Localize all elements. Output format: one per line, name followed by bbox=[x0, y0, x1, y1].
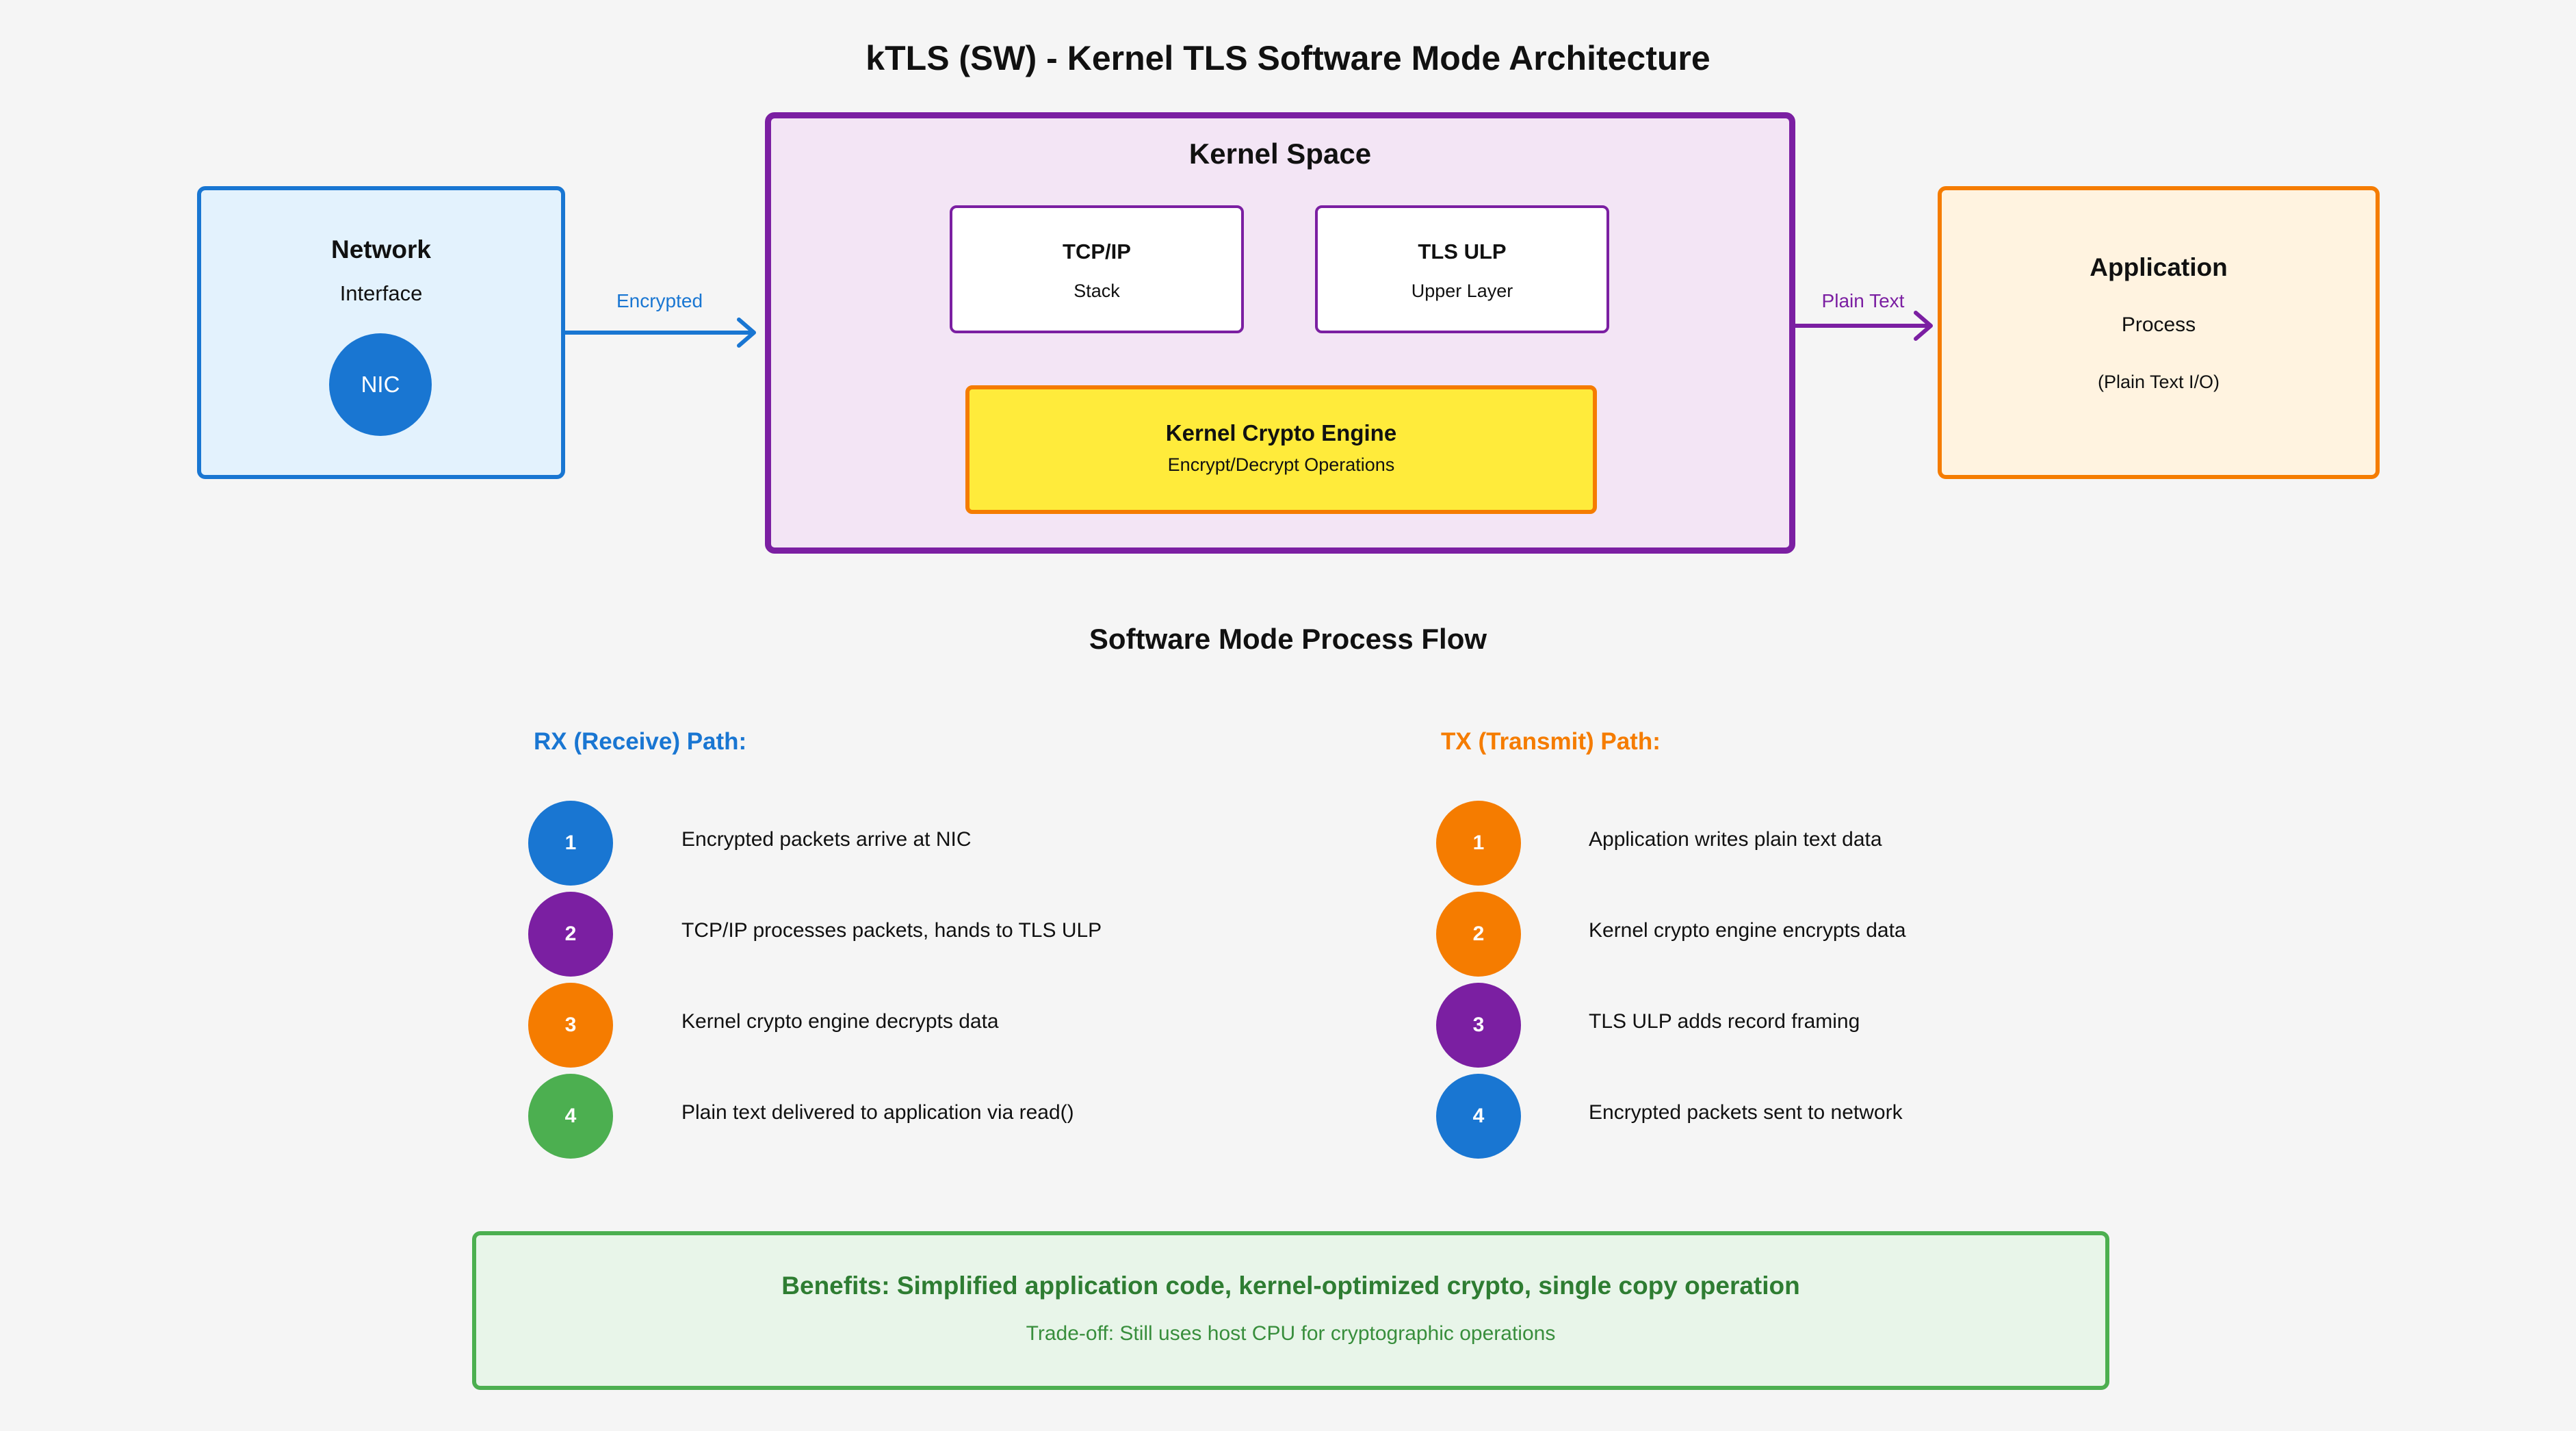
plaintext-label: Plain Text bbox=[1821, 290, 1905, 311]
network-subtitle: Interface bbox=[339, 281, 423, 305]
tx-step-4-text: Encrypted packets sent to network bbox=[1589, 1101, 1903, 1124]
diagram-title: kTLS (SW) - Kernel TLS Software Mode Arc… bbox=[866, 39, 1710, 77]
tx-step-1-text: Application writes plain text data bbox=[1589, 828, 1882, 851]
tx-path-heading: TX (Transmit) Path: bbox=[1441, 728, 1661, 755]
encrypted-label: Encrypted bbox=[616, 290, 703, 311]
tcp-ip-title: TCP/IP bbox=[1063, 240, 1131, 263]
tx-step-1-circle: 1 bbox=[1436, 801, 1521, 886]
rx-step-3-text: Kernel crypto engine decrypts data bbox=[681, 1010, 999, 1033]
rx-step-4-circle: 4 bbox=[528, 1074, 613, 1159]
tx-step-1-number: 1 bbox=[1472, 831, 1485, 854]
rx-step-4-number: 4 bbox=[564, 1105, 577, 1127]
tx-step-2-text: Kernel crypto engine encrypts data bbox=[1589, 919, 1906, 942]
rx-step-4-text: Plain text delivered to application via … bbox=[681, 1101, 1074, 1124]
benefits-title: Benefits: Simplified application code, k… bbox=[781, 1272, 1800, 1300]
nic-circle: NIC bbox=[329, 333, 432, 436]
tcp-ip-subtitle: Stack bbox=[1074, 281, 1120, 301]
tx-step-2-circle: 2 bbox=[1436, 892, 1521, 977]
rx-step-1-text: Encrypted packets arrive at NIC bbox=[681, 828, 972, 851]
tx-step-2-number: 2 bbox=[1472, 923, 1485, 945]
tx-step-4-circle: 4 bbox=[1436, 1074, 1521, 1159]
kernel-crypto-engine-box bbox=[965, 385, 1597, 514]
tcp-ip-stack-box bbox=[950, 205, 1244, 333]
tradeoff-text: Trade-off: Still uses host CPU for crypt… bbox=[1026, 1322, 1556, 1345]
kernel-space-title: Kernel Space bbox=[1188, 138, 1372, 170]
rx-step-2-circle: 2 bbox=[528, 892, 613, 977]
rx-step-2-text: TCP/IP processes packets, hands to TLS U… bbox=[681, 919, 1102, 942]
tls-ulp-title: TLS ULP bbox=[1418, 240, 1507, 263]
plaintext-arrowhead bbox=[1914, 311, 1933, 341]
rx-step-2-number: 2 bbox=[564, 923, 577, 945]
application-subtitle: Process bbox=[2121, 313, 2196, 336]
benefits-box bbox=[472, 1231, 2109, 1390]
rx-step-3-circle: 3 bbox=[528, 983, 613, 1068]
rx-step-1-circle: 1 bbox=[528, 801, 613, 886]
tls-ulp-subtitle: Upper Layer bbox=[1411, 281, 1513, 301]
encrypted-arrowhead bbox=[737, 318, 756, 348]
tx-step-4-number: 4 bbox=[1472, 1105, 1485, 1127]
rx-step-3-number: 3 bbox=[564, 1014, 577, 1036]
application-title: Application bbox=[2090, 253, 2228, 281]
rx-path-heading: RX (Receive) Path: bbox=[534, 728, 747, 755]
rx-step-1-number: 1 bbox=[564, 831, 577, 854]
network-title: Network bbox=[331, 235, 431, 263]
tx-step-3-text: TLS ULP adds record framing bbox=[1589, 1010, 1860, 1033]
crypto-engine-title: Kernel Crypto Engine bbox=[1165, 420, 1397, 446]
application-box bbox=[1938, 186, 2380, 479]
tx-step-3-number: 3 bbox=[1472, 1014, 1485, 1036]
nic-label: NIC bbox=[361, 372, 400, 397]
application-note: (Plain Text I/O) bbox=[2097, 372, 2220, 392]
process-flow-title: Software Mode Process Flow bbox=[1089, 623, 1487, 655]
tls-ulp-box bbox=[1315, 205, 1609, 333]
crypto-engine-subtitle: Encrypt/Decrypt Operations bbox=[1167, 454, 1395, 475]
tx-step-3-circle: 3 bbox=[1436, 983, 1521, 1068]
